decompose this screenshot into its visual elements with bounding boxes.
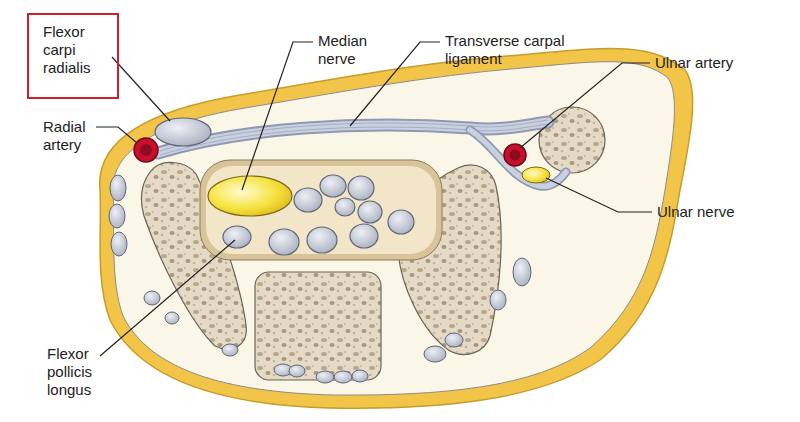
flexor-tendons [155, 118, 414, 255]
carpal-bones [141, 107, 605, 380]
tendon [490, 290, 506, 310]
tendon [350, 224, 378, 248]
tunnel-wall [200, 160, 442, 260]
leader-line [242, 42, 313, 190]
leader-line [520, 63, 650, 148]
radial-artery-lumen [140, 144, 152, 156]
ulnar-artery-lumen [510, 150, 521, 161]
structure-label: Flexor pollicis longus [47, 345, 109, 399]
tendon [424, 346, 446, 362]
tendon [109, 204, 125, 228]
tendon [513, 258, 531, 286]
carpal-tunnel [200, 160, 442, 260]
subcutaneous-tissue [113, 62, 675, 395]
structure-label: Transverse carpal ligament [445, 32, 570, 68]
tendon [352, 370, 368, 382]
tunnel-space [206, 166, 436, 254]
tendon [223, 226, 251, 248]
tendon [348, 176, 374, 200]
skin [100, 48, 693, 408]
structure-label: Ulnar artery [655, 54, 765, 72]
extensor-tendons [109, 175, 531, 383]
ulnar-nerve [522, 167, 550, 183]
tendon [307, 227, 337, 253]
radial-artery [134, 138, 158, 162]
ligament-band [470, 130, 566, 186]
tendon [320, 175, 346, 197]
tendon [111, 232, 127, 256]
tendon [289, 365, 305, 377]
tendon [110, 175, 126, 201]
tendon [335, 198, 355, 216]
tendon [144, 291, 160, 305]
tendon [358, 201, 382, 223]
leader-line [350, 42, 440, 126]
tendon [316, 371, 334, 383]
tendon [269, 229, 299, 255]
structure-label: Ulnar nerve [657, 203, 767, 221]
highlight-box: Flexor carpi radialis [27, 13, 119, 99]
capitate-bone [255, 272, 381, 380]
ligament-band [470, 130, 566, 186]
leader-line [112, 57, 170, 121]
tendon [334, 371, 352, 383]
structure-label: Median nerve [318, 32, 380, 68]
structure-label: Flexor carpi radialis [43, 23, 105, 77]
leader-lines [96, 42, 652, 356]
ulnar-artery [504, 144, 526, 166]
fcr-tendon [155, 118, 211, 146]
tendon [445, 333, 463, 347]
leader-line [100, 240, 235, 356]
structure-label: Radial artery [43, 118, 99, 154]
vessels-and-nerves [134, 138, 550, 216]
median-nerve [208, 176, 292, 216]
leader-line [96, 127, 137, 143]
tendon [222, 344, 238, 356]
tendon [294, 188, 322, 212]
leader-line [546, 178, 652, 212]
tendon [165, 312, 179, 324]
tendon [388, 210, 414, 234]
